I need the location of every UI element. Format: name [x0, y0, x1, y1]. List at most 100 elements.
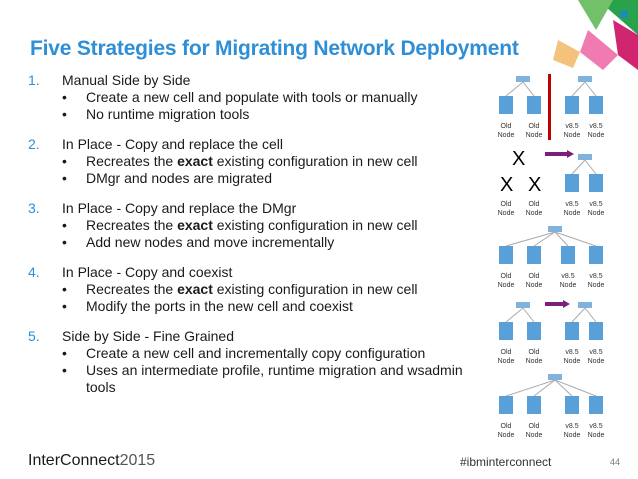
bullet-dot: • [62, 153, 67, 169]
bullet-text: Recreates the exact existing configurati… [86, 153, 488, 170]
bullet-text-part: Recreates the [86, 217, 178, 233]
bullet-text: DMgr and nodes are migrated [86, 170, 488, 187]
node-label: Node [497, 282, 515, 289]
old-node-label: Old [500, 273, 512, 280]
bullet-dot: • [62, 281, 67, 297]
strategy-heading: 3.In Place - Copy and replace the DMgr [28, 200, 488, 217]
node-label: Node [563, 432, 581, 439]
bullet-emphasis: exact [177, 217, 213, 233]
node-label: Node [587, 358, 605, 365]
strategy-title: In Place - Copy and replace the cell [62, 136, 284, 152]
diagram-3-svg [499, 226, 603, 264]
node-label: Node [587, 282, 605, 289]
bullet-text-part: existing configuration in new cell [212, 281, 418, 297]
old-node-label: Old [500, 201, 512, 208]
removed-node-x: X [500, 174, 514, 196]
bullet-dot: • [62, 106, 67, 122]
brand-name: InterConnect [28, 452, 120, 469]
bullet-text-part: Recreates the [86, 153, 178, 169]
interconnect-logo: InterConnect2015 [28, 452, 155, 470]
node-label: Node [563, 132, 581, 139]
old-node-label: Old [528, 123, 540, 130]
bullet-dot: • [62, 298, 67, 314]
bullet-text: Recreates the exact existing configurati… [86, 217, 488, 234]
strategy-item: 2.In Place - Copy and replace the cell•R… [28, 136, 488, 187]
old-node-label: Old [500, 423, 512, 430]
node-label: Node [525, 210, 543, 217]
bullet-text: No runtime migration tools [86, 106, 488, 123]
new-node-label: v8.5 [561, 273, 575, 280]
new-node-label: v8.5 [565, 349, 579, 356]
diagram-4-svg [499, 300, 603, 340]
strategy-list: 1.Manual Side by Side•Create a new cell … [28, 72, 488, 409]
bullet-text-part: Recreates the [86, 281, 178, 297]
page-title: Five Strategies for Migrating Network De… [30, 37, 519, 60]
strategy-heading: 1.Manual Side by Side [28, 72, 488, 89]
strategy-item: 1.Manual Side by Side•Create a new cell … [28, 72, 488, 123]
removed-node-x: X [528, 174, 542, 196]
bullet-text: Uses an intermediate profile, runtime mi… [86, 362, 488, 396]
new-node-label: v8.5 [589, 349, 603, 356]
node-label: Node [559, 282, 577, 289]
new-node-label: v8.5 [565, 123, 579, 130]
old-node-label: Old [528, 423, 540, 430]
strategy-bullet: • Recreates the exact existing configurat… [62, 281, 488, 298]
node-label: Node [497, 210, 515, 217]
node-label: Node [587, 432, 605, 439]
strategy-bullet: •Create a new cell and incrementally cop… [62, 345, 488, 362]
brand-year: 2015 [119, 452, 156, 469]
bullet-text-part: existing configuration in new cell [212, 217, 418, 233]
corner-decoration [553, 0, 638, 70]
bullet-dot: • [62, 170, 67, 186]
bullet-text-part: Create a new cell and populate with tool… [86, 89, 418, 105]
bullet-text: Modify the ports in the new cell and coe… [86, 298, 488, 315]
node-label: Node [525, 132, 543, 139]
strategy-title: Side by Side - Fine Grained [62, 328, 234, 344]
strategy-item: 4.In Place - Copy and coexist•Recreates … [28, 264, 488, 315]
bullet-text: Create a new cell and incrementally copy… [86, 345, 488, 362]
new-node-label: v8.5 [589, 423, 603, 430]
removed-dmgr-x: X [512, 148, 526, 170]
diagram-1-svg [499, 74, 603, 140]
old-node-label: Old [500, 349, 512, 356]
page-number: 44 [610, 457, 621, 467]
hashtag: #ibminterconnect [460, 455, 552, 469]
bullet-dot: • [62, 362, 67, 378]
old-node-label: Old [528, 201, 540, 208]
strategy-number: 1. [28, 72, 40, 88]
strategy-item: 5.Side by Side - Fine Grained•Create a n… [28, 328, 488, 396]
node-label: Node [497, 358, 515, 365]
bullet-text-part: No runtime migration tools [86, 106, 250, 122]
strategy-number: 5. [28, 328, 40, 344]
old-node-label: Old [528, 273, 540, 280]
node-label: Node [563, 358, 581, 365]
bullet-text-part: Modify the ports in the new cell and coe… [86, 298, 353, 314]
diagram-2-svg [545, 150, 603, 192]
strategy-bullet: • DMgr and nodes are migrated [62, 170, 488, 187]
old-node-label: Old [528, 349, 540, 356]
strategy-heading: 4. In Place - Copy and coexist [28, 264, 488, 281]
strategy-bullet: • Recreates the exact existing configurat… [62, 153, 488, 170]
strategy-bullet: • Uses an intermediate profile, runtime m… [62, 362, 488, 396]
strategy-title: In Place - Copy and coexist [62, 264, 233, 280]
bullet-text-part: Uses an intermediate profile, runtime mi… [86, 362, 463, 395]
bullet-emphasis: exact [177, 281, 213, 297]
node-label: Node [587, 132, 605, 139]
new-node-label: v8.5 [589, 201, 603, 208]
new-node-label: v8.5 [565, 201, 579, 208]
bullet-text-part: Add new nodes and move incrementally [86, 234, 335, 250]
node-label: Node [587, 210, 605, 217]
strategy-item: 3.In Place - Copy and replace the DMgr•R… [28, 200, 488, 251]
bullet-text-part: Create a new cell and incrementally copy… [86, 345, 426, 361]
strategy-bullet: • No runtime migration tools [62, 106, 488, 123]
bullet-text-part: existing configuration in new cell [212, 153, 418, 169]
old-node-label: Old [500, 123, 512, 130]
bullet-dot: • [62, 89, 67, 105]
strategy-bullet: •Recreates the exact existing configurat… [62, 217, 488, 234]
strategy-number: 4. [28, 264, 40, 280]
strategy-number: 3. [28, 200, 40, 216]
